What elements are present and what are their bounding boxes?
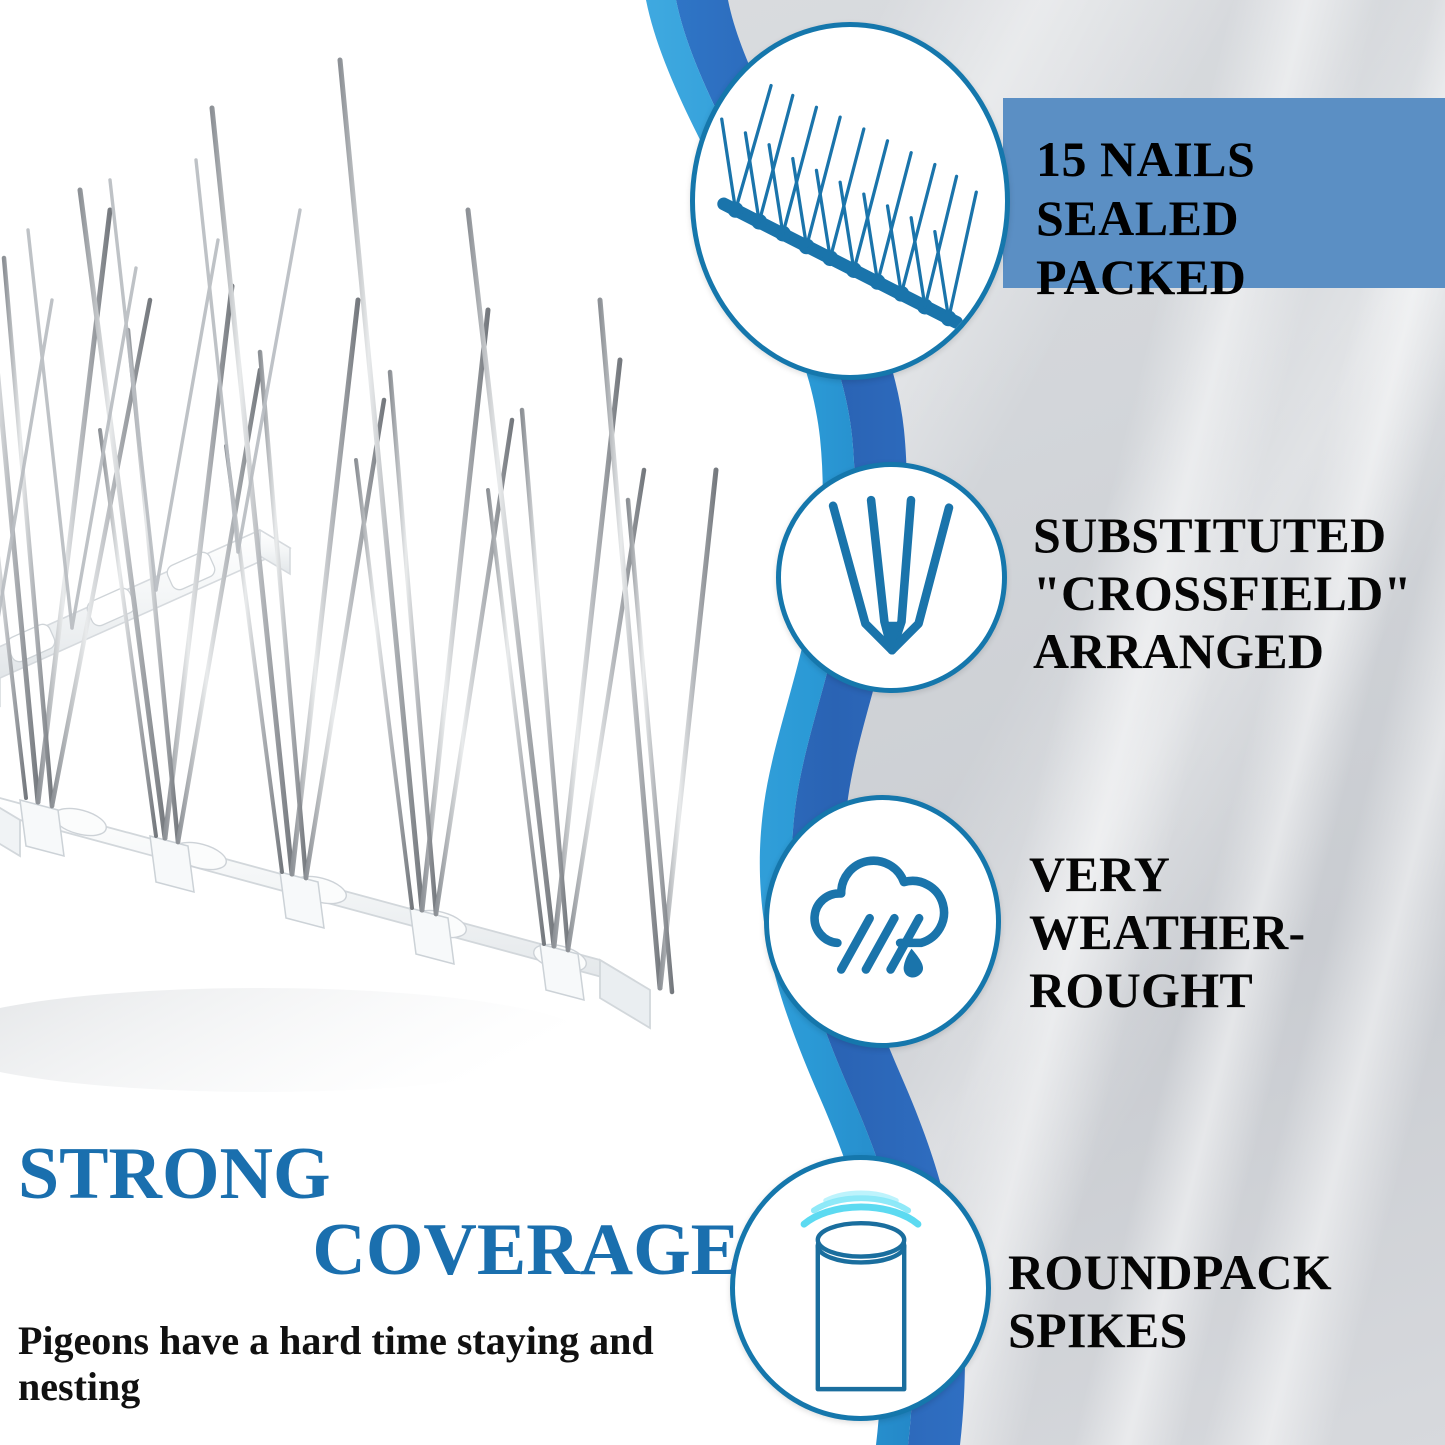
rain-cloud-icon — [809, 855, 948, 977]
feature-icon-circle-4[interactable] — [730, 1155, 991, 1421]
feature-label-3: VERY WEATHER- ROUGHT — [1029, 846, 1306, 1018]
round-tube-icon — [800, 1190, 921, 1392]
fork-spikes-icon — [828, 495, 953, 654]
headline: STRONG COVERAGE — [18, 1133, 758, 1292]
banner-background — [1003, 98, 1445, 288]
headline-line-1: STRONG — [18, 1133, 331, 1215]
feature-icon-circle-3[interactable] — [764, 795, 1001, 1048]
spikes-strip-icon — [717, 83, 978, 329]
feature-label-4: ROUNDPACK SPIKES — [1008, 1244, 1332, 1358]
headline-subtext: Pigeons have a hard time staying and nes… — [18, 1318, 654, 1410]
headline-line-2: COVERAGE — [312, 1209, 740, 1292]
banner-label: 15 NAILS SEALED PACKED — [1036, 131, 1256, 305]
feature-icon-circle-2[interactable] — [776, 462, 1007, 693]
feature-label-2: SUBSTITUTED "CROSSFIELD" ARRANGED — [1033, 507, 1412, 679]
feature-icon-circle-1[interactable] — [690, 22, 1010, 380]
